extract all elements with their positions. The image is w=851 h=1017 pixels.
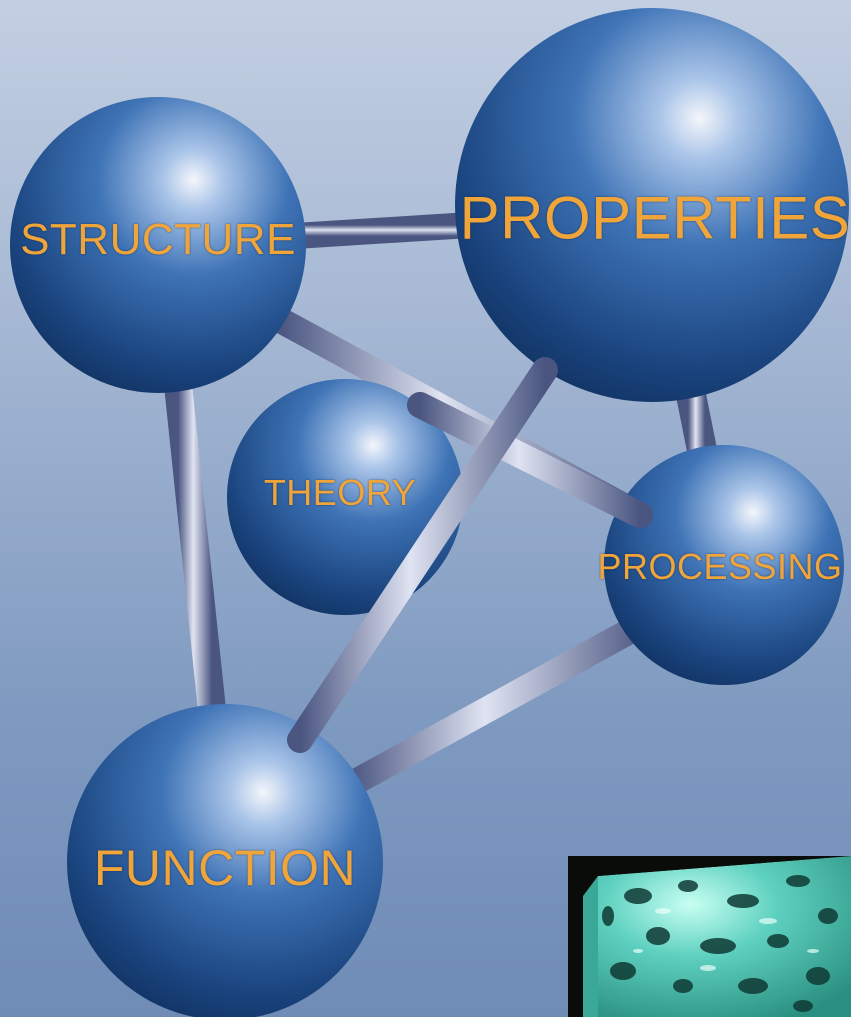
- rod-structure-function: [164, 371, 226, 724]
- spheres: [10, 8, 849, 1017]
- node-label-function: FUNCTION: [93, 840, 357, 896]
- front-rods: [287, 357, 653, 753]
- porous-material-icon: [568, 856, 851, 1017]
- sphere-processing: [604, 445, 844, 685]
- porous-material-render: [568, 856, 851, 1017]
- node-label-properties: PROPERTIES: [459, 184, 851, 252]
- node-label-structure: STRUCTURE: [20, 215, 296, 264]
- sphere-structure: [10, 97, 306, 393]
- rod-processing-function: [337, 607, 663, 798]
- sphere-properties: [455, 8, 849, 402]
- rod-properties-function-front: [287, 357, 558, 753]
- rod-structure-processing-front: [407, 392, 653, 528]
- rod-structure-properties: [282, 212, 483, 249]
- node-label-theory: THEORY: [263, 472, 417, 513]
- node-label-processing: PROCESSING: [597, 546, 843, 587]
- sphere-theory: [227, 379, 463, 615]
- sphere-function: [67, 704, 383, 1017]
